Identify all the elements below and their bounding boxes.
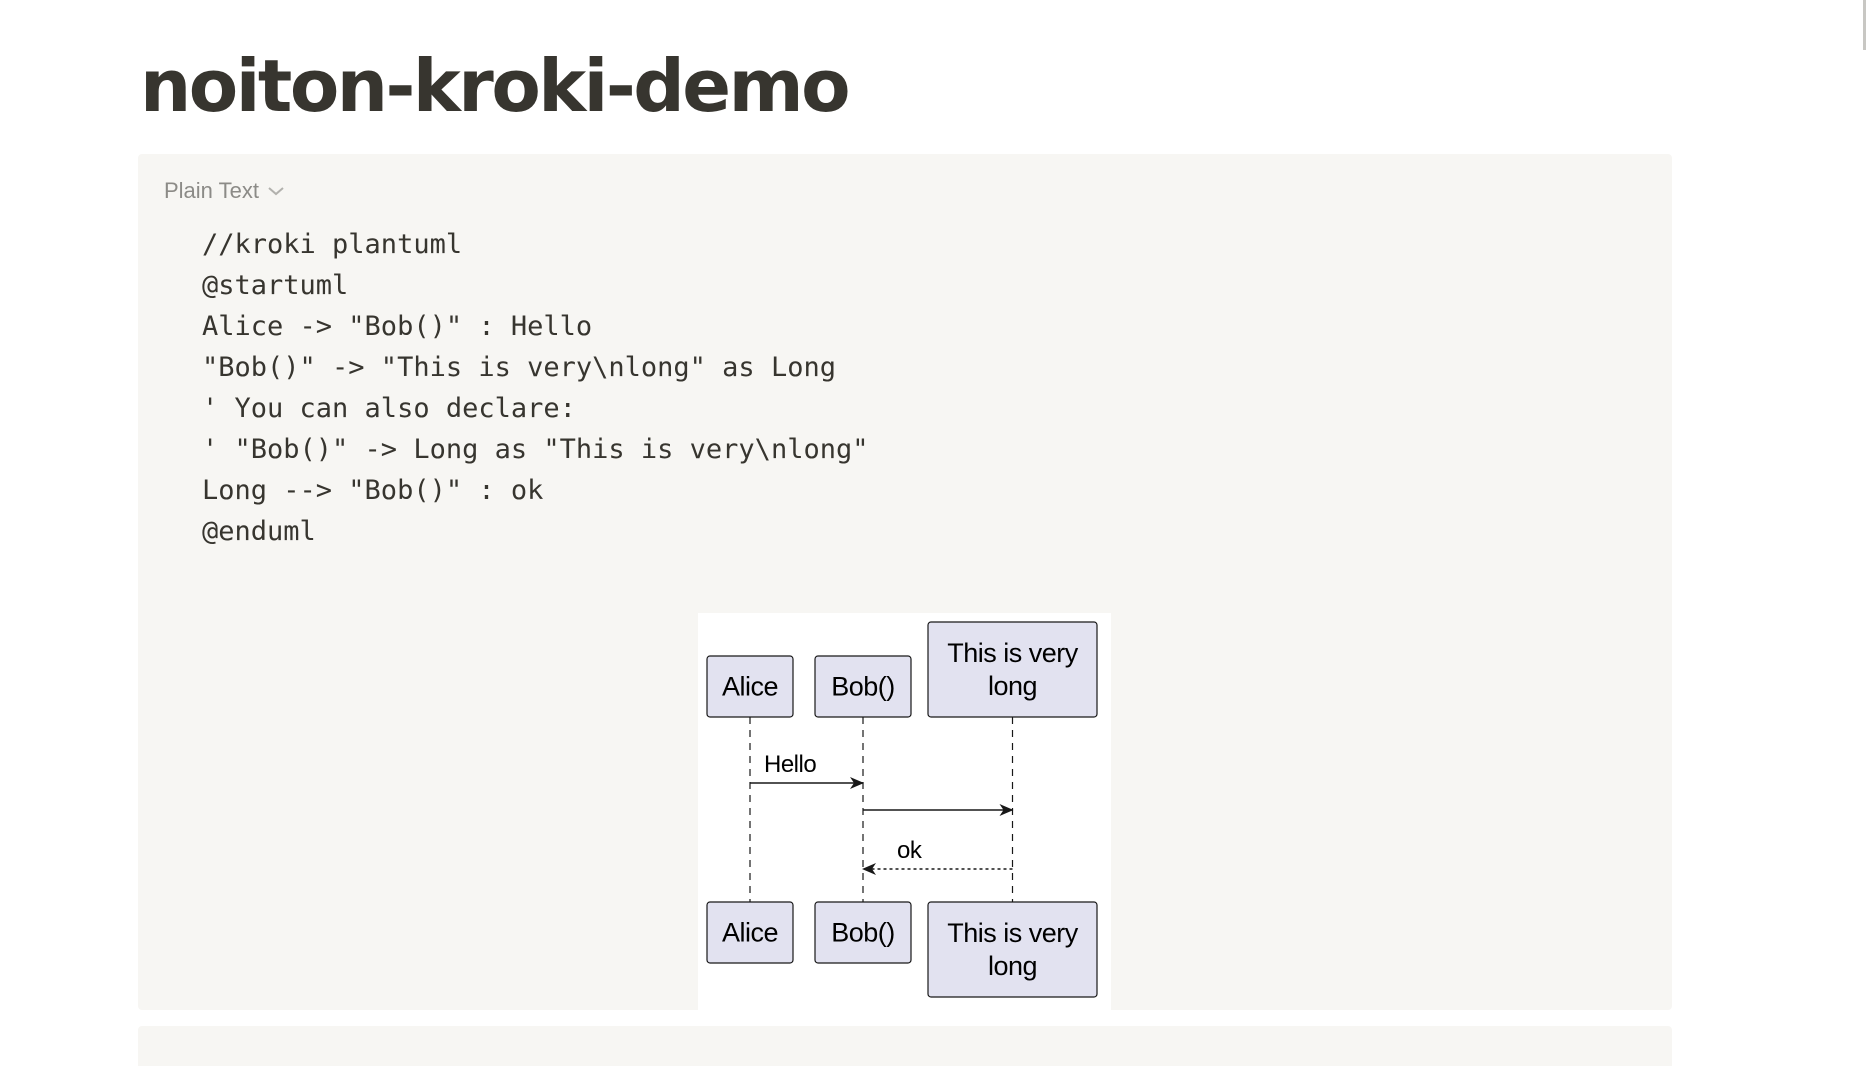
page-title[interactable]: noiton-kroki-demo [140, 44, 851, 128]
participant-label-alice-top: Alice [722, 672, 778, 702]
participant-label-long-top: This is very [947, 638, 1079, 668]
code-block[interactable]: Plain Text //kroki plantuml @startuml Al… [138, 154, 1672, 1010]
code-text[interactable]: //kroki plantuml @startuml Alice -> "Bob… [202, 224, 868, 552]
code-line: @startuml [202, 270, 349, 301]
code-line: Alice -> "Bob()" : Hello [202, 311, 593, 342]
language-label: Plain Text [164, 178, 259, 203]
language-selector[interactable]: Plain Text [164, 178, 285, 204]
participant-label-alice-bottom: Alice [722, 918, 778, 948]
participant-label-long-bottom: long [988, 951, 1037, 981]
participant-box-bob-top [814, 655, 912, 718]
participant-label-bob-top: Bob() [831, 672, 895, 702]
code-line: "Bob()" -> "This is very\nlong" as Long [202, 352, 836, 383]
participant-box-alice-bottom [706, 901, 794, 964]
participant-box-long-bottom [927, 901, 1098, 998]
participant-label-long-top: long [988, 671, 1037, 701]
chevron-down-icon [268, 187, 284, 196]
code-line: ' You can also declare: [202, 393, 576, 424]
participant-box-bob-bottom [814, 901, 912, 964]
message-label: Hello [764, 751, 816, 778]
code-line: //kroki plantuml [202, 229, 463, 260]
participant-label-long-bottom: This is very [947, 918, 1079, 948]
code-line: ' "Bob()" -> Long as "This is very\nlong… [202, 434, 869, 465]
code-line: Long --> "Bob()" : ok [202, 475, 544, 506]
next-code-block[interactable] [138, 1026, 1672, 1066]
code-line: @enduml [202, 516, 316, 547]
scrollbar[interactable] [1863, 0, 1866, 50]
participant-box-alice-top [706, 655, 794, 718]
participant-box-long-top [927, 621, 1098, 718]
participant-label-bob-bottom: Bob() [831, 918, 895, 948]
message-label: ok [897, 837, 923, 864]
